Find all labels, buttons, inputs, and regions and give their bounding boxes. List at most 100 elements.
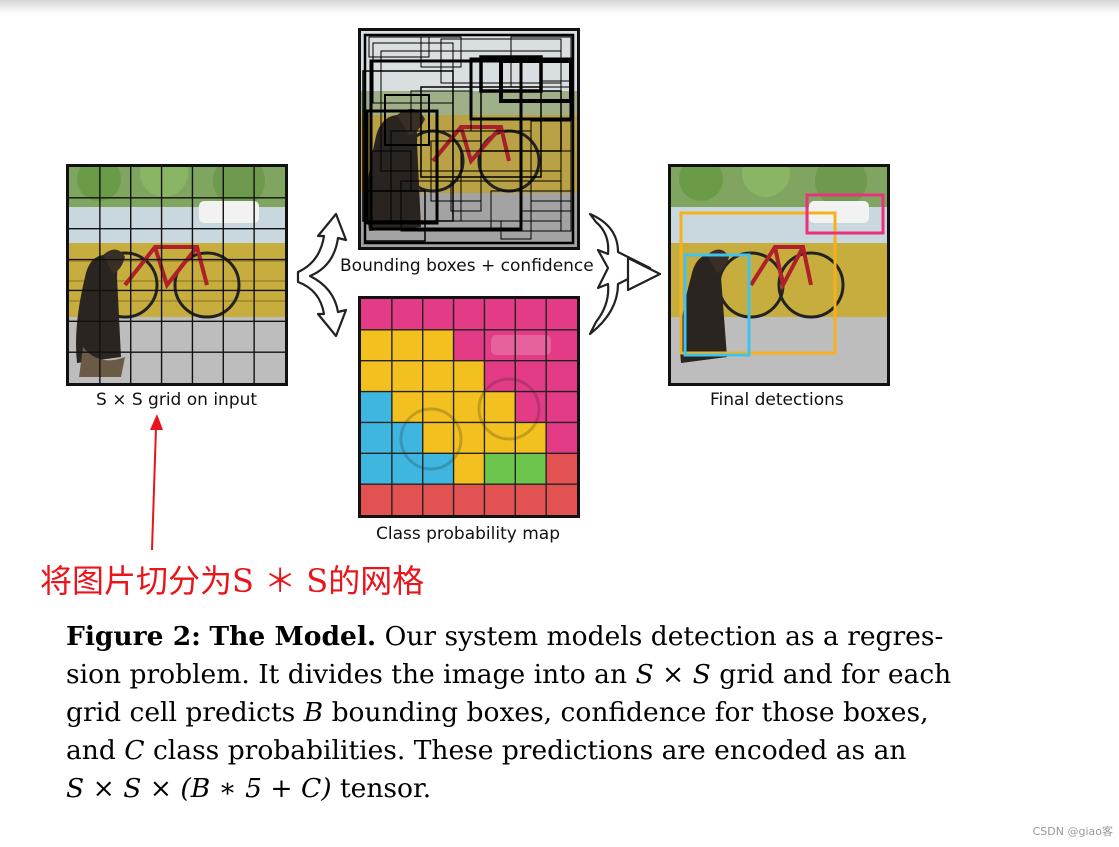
class-probability-map	[361, 299, 577, 515]
class-cell	[546, 453, 577, 485]
class-cell	[515, 391, 547, 423]
caption-math-5: S × S × (B ∗ 5 + C)	[66, 773, 332, 804]
predicted-box	[365, 109, 439, 225]
input-image	[69, 167, 285, 383]
annotation-arrow-head-icon	[150, 414, 163, 430]
predicted-box	[440, 38, 562, 84]
predicted-box	[384, 94, 430, 146]
class-cell	[484, 360, 516, 393]
class-cell	[391, 391, 424, 423]
class-cell	[361, 484, 393, 515]
bounding-boxes-image	[361, 31, 577, 247]
class-cell	[453, 422, 485, 454]
class-cell	[484, 299, 516, 331]
class-cell	[391, 453, 424, 485]
class-cell	[546, 329, 577, 362]
predicted-box	[410, 90, 472, 132]
class-cell	[515, 360, 547, 393]
predicted-box	[369, 59, 523, 231]
class-cell	[361, 453, 393, 485]
figure-label: Figure 2:	[66, 621, 201, 652]
class-cell	[546, 299, 577, 331]
class-cell	[546, 391, 577, 423]
caption-text-5b: tensor.	[331, 773, 432, 804]
class-cell	[361, 299, 393, 331]
predicted-box	[368, 36, 430, 58]
caption-text-3a: grid cell predicts	[66, 697, 304, 728]
class-cell	[484, 391, 516, 423]
predicted-box	[370, 150, 412, 192]
class-cell	[515, 422, 547, 454]
predicted-box	[420, 36, 462, 68]
predicted-box	[430, 140, 482, 202]
class-cell	[453, 391, 485, 423]
final-detections-image	[671, 167, 887, 383]
caption-text-1: Our system models detection as a regres-	[384, 621, 944, 652]
class-cell	[453, 484, 485, 515]
class-cell	[422, 453, 455, 485]
bounding-boxes-panel	[358, 28, 580, 250]
predicted-box	[500, 220, 532, 240]
detection-box-dog	[683, 253, 751, 357]
class-cell	[546, 484, 577, 515]
caption-math-2: S × S	[635, 659, 711, 690]
class-cell	[361, 391, 393, 423]
final-detections-panel	[668, 164, 890, 386]
detection-box-car	[805, 193, 885, 235]
split-arrow-icon	[296, 212, 348, 338]
final-detections-caption: Final detections	[710, 390, 844, 410]
caption-line-5: S × S × (B ∗ 5 + C) tensor.	[66, 770, 888, 808]
merge-arrow-icon	[588, 212, 652, 336]
class-cell	[422, 329, 455, 362]
class-cell	[453, 453, 485, 485]
class-cell	[391, 422, 424, 454]
class-cell	[484, 484, 516, 515]
predicted-box	[372, 42, 454, 104]
caption-line-4: and C class probabilities. These predict…	[66, 732, 906, 770]
chinese-annotation: 将图片切分为S ＊ S的网格	[40, 562, 425, 600]
class-cell	[422, 299, 455, 331]
class-cell	[422, 422, 455, 454]
class-cell	[515, 299, 547, 331]
figure-caption: Figure 2: The Model. Our system models d…	[66, 618, 951, 808]
class-cell	[546, 422, 577, 454]
input-image-panel	[66, 164, 288, 386]
class-cell	[391, 360, 424, 393]
viewer-top-shadow	[0, 0, 1119, 14]
class-cell	[391, 484, 424, 515]
predicted-box	[540, 80, 572, 122]
class-probability-panel	[358, 296, 580, 518]
class-cell	[391, 299, 424, 331]
class-cell	[453, 329, 485, 362]
caption-text-4a: and	[66, 735, 125, 766]
caption-math-3: B	[303, 697, 324, 728]
class-probability-caption: Class probability map	[376, 524, 561, 544]
class-cell	[546, 360, 577, 393]
class-cell	[422, 484, 455, 515]
caption-text-3c: bounding boxes, confidence for those box…	[323, 697, 929, 728]
caption-line-3: grid cell predicts B bounding boxes, con…	[66, 694, 929, 732]
caption-text-2a: sion problem. It divides the image into …	[66, 659, 636, 690]
class-cell	[361, 422, 393, 454]
class-cell	[515, 453, 547, 485]
figure-title: The Model.	[209, 621, 377, 652]
bounding-boxes-caption: Bounding boxes + confidence	[340, 256, 594, 276]
class-cell	[361, 360, 393, 393]
annotation-arrow	[151, 427, 157, 551]
class-cell	[484, 329, 516, 362]
class-cell	[484, 453, 516, 485]
watermark: CSDN @giao客	[1032, 825, 1113, 838]
caption-line-1: Figure 2: The Model. Our system models d…	[66, 618, 943, 656]
caption-text-2c: grid and for each	[710, 659, 952, 690]
detection-box-bicycle	[679, 211, 837, 355]
class-cell	[515, 329, 547, 362]
class-cell	[453, 299, 485, 331]
class-cell	[422, 391, 455, 423]
class-cell	[422, 360, 455, 393]
class-cell	[515, 484, 547, 515]
caption-text-4c: class probabilities. These predictions a…	[144, 735, 907, 766]
caption-math-4: C	[124, 735, 145, 766]
caption-line-2: sion problem. It divides the image into …	[66, 656, 951, 694]
class-cell	[361, 329, 393, 362]
